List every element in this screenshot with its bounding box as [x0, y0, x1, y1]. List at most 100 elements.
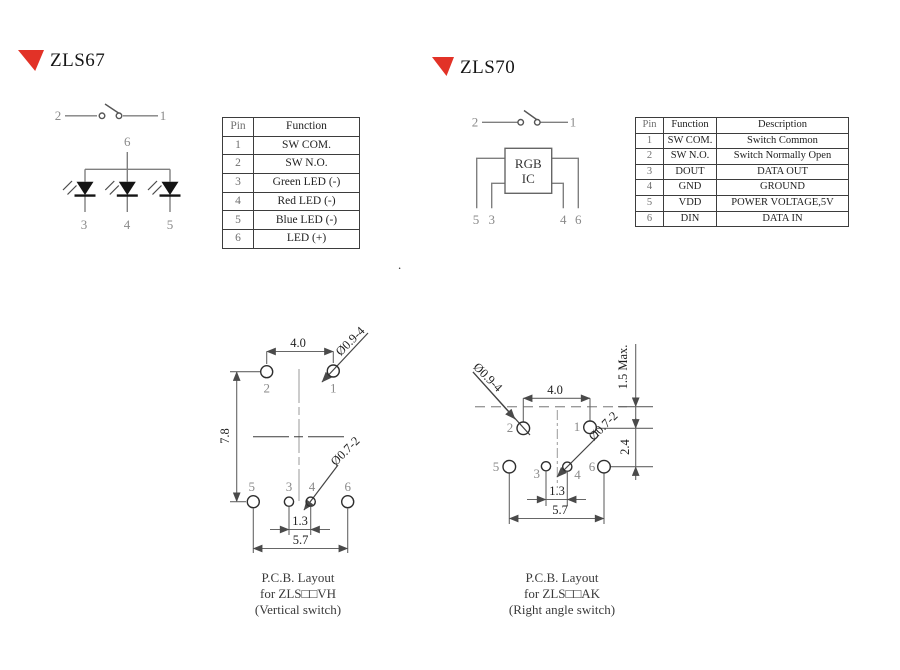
zls67-schematic: 2 1 6 3 4 5	[55, 103, 181, 232]
table-cell: GND	[663, 179, 717, 196]
table-cell: Red LED (-)	[253, 191, 360, 212]
hole-1	[582, 420, 597, 435]
led-symbols	[76, 181, 179, 195]
pcb-layout-vertical: 4.0 Ø0.9-4 7.8 Ø0.7-2 1.3 5.7 2	[218, 323, 369, 553]
pcb-pin-5: 5	[248, 479, 255, 494]
table-cell: Switch Common	[716, 132, 849, 150]
rgb-ic-label-line1: RGB	[515, 156, 542, 171]
zls67-title: ZLS67	[50, 50, 106, 71]
caption-line: P.C.B. Layout	[261, 570, 335, 585]
schematic-pin-1: 1	[570, 115, 577, 130]
schematic-pin-6: 6	[575, 212, 582, 227]
dim-edge-max: 1.5 Max.	[616, 345, 630, 390]
table-cell: SW COM.	[663, 132, 717, 150]
hole-6	[596, 459, 611, 474]
pcb-pin-5: 5	[493, 459, 500, 474]
table-cell: POWER VOLTAGE,5V	[716, 194, 849, 212]
zls67-section-header: ZLS67	[18, 50, 105, 71]
zls70-schematic: RGB IC 2 1 5 3 4 6	[472, 109, 582, 227]
table-cell: 1	[635, 132, 664, 150]
schematic-pin-3: 3	[81, 217, 88, 232]
dim-bottom-pitch: 5.7	[552, 503, 568, 517]
dim-top-pitch: 4.0	[290, 336, 306, 350]
table-cell: VDD	[663, 194, 717, 212]
stray-dot: .	[398, 257, 402, 272]
switch-contact-symbol	[98, 103, 123, 120]
pcb-pin-2: 2	[507, 420, 514, 435]
schematic-pin-3: 3	[488, 212, 495, 227]
schematic-pin-4: 4	[560, 212, 567, 227]
table-cell: SW N.O.	[253, 154, 360, 175]
column-header: Function	[663, 117, 717, 134]
hole-3	[283, 496, 295, 507]
schematic-pin-5: 5	[167, 217, 174, 232]
table-cell: 2	[635, 148, 664, 165]
caption-line: for ZLS□□AK	[523, 586, 600, 601]
hole-2	[260, 365, 274, 379]
table-cell: SW COM.	[253, 135, 360, 156]
table-cell: 6	[222, 229, 254, 249]
table-cell: Green LED (-)	[253, 173, 360, 193]
zls70-section-header: ZLS70	[432, 57, 515, 78]
schematic-pin-6: 6	[124, 134, 131, 149]
caption-line: (Vertical switch)	[254, 602, 342, 617]
table-cell: DATA OUT	[716, 163, 849, 181]
table-cell: DOUT	[663, 163, 717, 181]
pcb-pin-3: 3	[533, 466, 540, 481]
table-cell: 4	[222, 191, 254, 212]
table-cell: 5	[222, 210, 254, 231]
pcb-pin-4: 4	[309, 479, 316, 494]
table-cell: 3	[222, 173, 254, 193]
pcb-pin-1: 1	[330, 381, 337, 396]
schematic-pin-1: 1	[160, 108, 167, 123]
dim-small-pitch: 1.3	[549, 484, 565, 498]
table-cell: 5	[635, 194, 664, 212]
pcb-pin-6: 6	[589, 459, 596, 474]
switch-contact-symbol	[517, 109, 541, 126]
schematic-pin-2: 2	[472, 115, 479, 130]
red-triangle-icon	[432, 57, 454, 76]
column-header: Pin	[222, 117, 254, 137]
pcb-layout-right-angle: Ø0.9-4 4.0 1.5 Max. 2.4 Ø0.7-2	[470, 344, 653, 524]
rgb-ic-label-line2: IC	[522, 171, 535, 186]
hole-3	[540, 460, 552, 472]
dim-row-gap: 2.4	[618, 438, 632, 454]
hole-1	[326, 364, 341, 378]
hole-6	[340, 494, 355, 509]
pcb-right-caption: P.C.B. Layout for ZLS□□AK (Right angle s…	[487, 570, 637, 618]
led-light-marks	[62, 180, 162, 195]
dim-top-pitch: 4.0	[547, 383, 563, 397]
pcb-pin-6: 6	[344, 479, 351, 494]
rgb-ic-box	[504, 147, 553, 194]
pcb-left-caption: P.C.B. Layout for ZLS□□VH (Vertical swit…	[223, 570, 373, 618]
column-header: Function	[253, 117, 360, 137]
hole-4	[305, 496, 316, 507]
dim-height: 7.8	[218, 428, 232, 444]
table-cell: 1	[222, 135, 254, 156]
pcb-pin-1: 1	[574, 419, 581, 434]
dim-hole-big: Ø0.9-4	[333, 323, 368, 358]
table-cell: LED (+)	[253, 229, 360, 249]
caption-line: for ZLS□□VH	[259, 586, 336, 601]
schematic-pin-5: 5	[473, 212, 480, 227]
pcb-pin-3: 3	[286, 479, 293, 494]
red-triangle-icon	[18, 50, 44, 71]
schematic-pin-4: 4	[124, 217, 131, 232]
caption-line: P.C.B. Layout	[525, 570, 599, 585]
table-cell: DIN	[663, 210, 717, 228]
column-header: Description	[716, 117, 849, 134]
